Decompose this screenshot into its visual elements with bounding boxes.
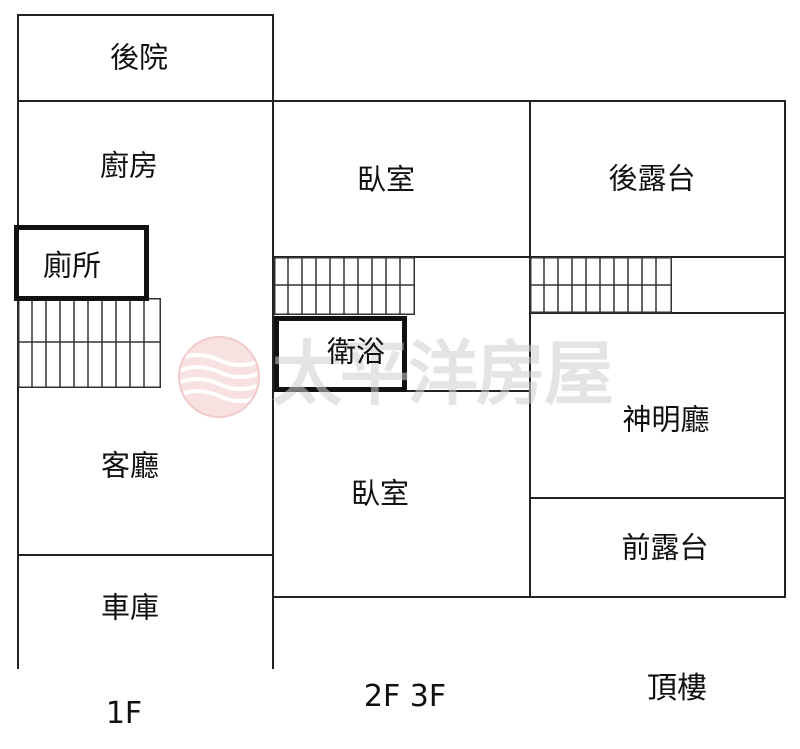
label-bedroom-top: 臥室 — [356, 162, 416, 197]
label-shrine-hall: 神明廳 — [622, 402, 710, 437]
label-kitchen: 廚房 — [99, 148, 159, 183]
floor-label-rooftop: 頂樓 — [647, 671, 707, 706]
label-front-balcony: 前露台 — [621, 530, 709, 565]
stairs-rooftop — [530, 257, 672, 313]
rooftop-divider-2 — [529, 312, 785, 314]
rooftop-divider-3 — [529, 497, 785, 499]
rooftop-outline — [529, 100, 786, 598]
garage-room — [17, 554, 274, 669]
floor-label-1f: 1F — [105, 696, 143, 731]
label-bathroom: 衛浴 — [326, 334, 386, 369]
label-rear-balcony: 後露台 — [608, 161, 696, 196]
stairs-1f — [18, 298, 161, 388]
label-bedroom-bottom: 臥室 — [350, 476, 410, 511]
stairs-2f — [274, 257, 415, 315]
bathroom-wall — [404, 390, 530, 392]
bathroom-box — [274, 316, 407, 392]
floor-label-2f-3f: 2F 3F — [363, 679, 447, 714]
backyard-room — [17, 14, 274, 102]
label-backyard: 後院 — [109, 40, 169, 75]
label-living-room: 客廳 — [100, 448, 160, 483]
label-toilet: 廁所 — [42, 248, 102, 283]
label-garage: 車庫 — [100, 590, 160, 625]
toilet-box — [14, 225, 149, 301]
